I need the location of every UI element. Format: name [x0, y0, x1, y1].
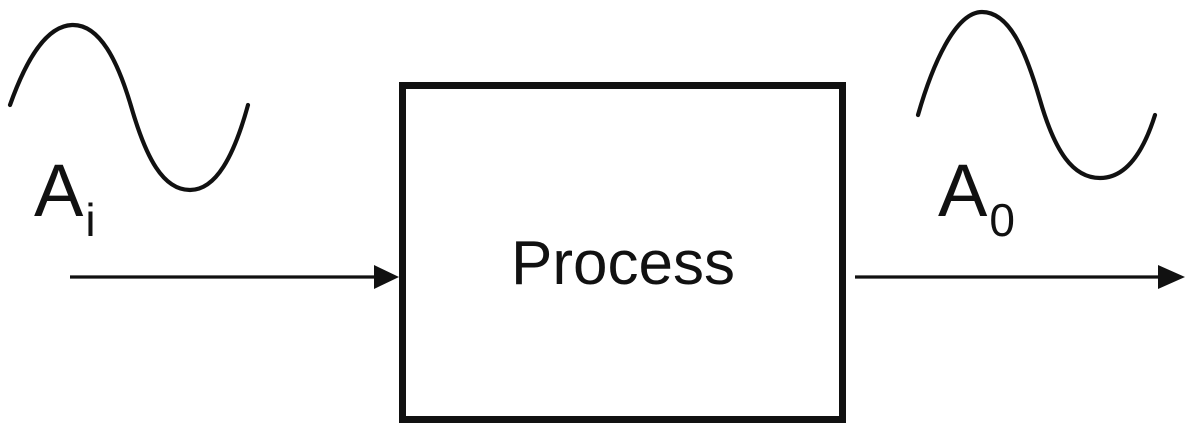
output-amplitude-subscript: 0 [989, 194, 1015, 246]
output-amplitude-base: A [938, 149, 988, 232]
input-amplitude-label: Ai [34, 149, 96, 246]
input-arrow [70, 265, 399, 289]
input-arrow-head [374, 265, 399, 289]
input-sine-wave [7, 22, 251, 193]
output-arrow-head [1158, 265, 1185, 289]
output-sine-wave [915, 9, 1158, 181]
input-amplitude-base: A [34, 149, 84, 232]
output-arrow [855, 265, 1185, 289]
output-amplitude-label: A0 [938, 149, 1015, 246]
process-label: Process [511, 229, 735, 298]
process-box [399, 82, 846, 423]
input-amplitude-subscript: i [85, 194, 95, 246]
